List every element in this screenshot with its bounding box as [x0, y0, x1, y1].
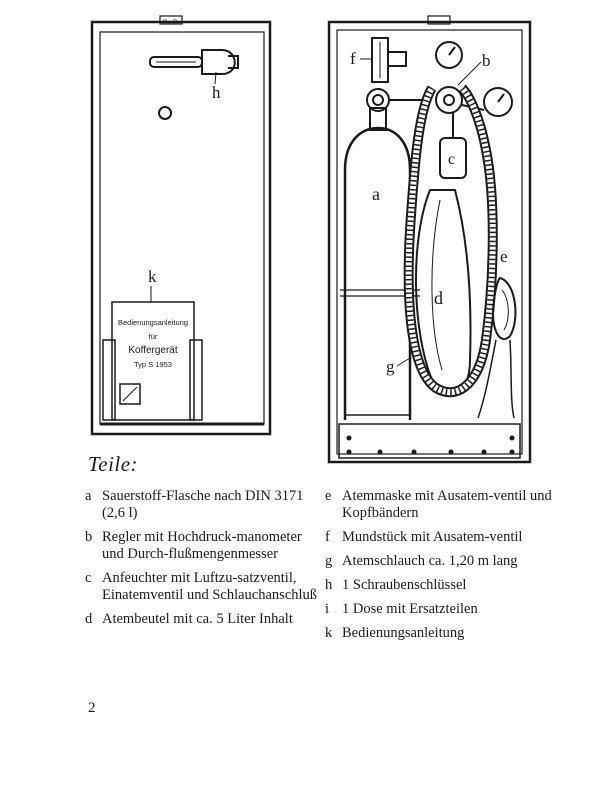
part-letter: f: [325, 529, 330, 545]
callout-b: b: [482, 51, 491, 70]
parts-heading: Teile:: [88, 452, 139, 476]
part-letter: i: [325, 601, 330, 617]
part-letter: h: [325, 577, 333, 593]
part-item-f: f Mundstück mit Ausatem-ventil: [325, 529, 555, 546]
page-number: 2: [88, 700, 96, 716]
leaflet-line-4: Typ S 1953: [134, 360, 172, 369]
part-text: 1 Schraubenschlüssel: [342, 577, 467, 593]
mask-drawing: [477, 276, 517, 419]
equipment-illustration: o o h k Bedienungsanleitung für Kofferge…: [90, 15, 532, 464]
callout-k: k: [148, 267, 157, 286]
callout-h: h: [212, 83, 221, 102]
breathing-hose-drawing: [403, 84, 498, 398]
parts-list-left: a Sauerstoff-Flasche nach DIN 3171 (2,6 …: [85, 488, 320, 635]
part-text: Atemschlauch ca. 1,20 m lang: [342, 553, 518, 569]
part-item-a: a Sauerstoff-Flasche nach DIN 3171 (2,6 …: [85, 488, 320, 522]
callout-d: d: [434, 288, 443, 308]
leaflet-line-1: Bedienungsanleitung: [118, 318, 188, 327]
parts-list-right: e Atemmaske mit Ausatem-ventil und Kopfb…: [325, 488, 555, 649]
latch-mark-right: o: [173, 16, 177, 25]
part-letter: g: [325, 553, 333, 569]
part-text: Sauerstoff-Flasche nach DIN 3171 (2,6 l): [102, 488, 304, 521]
case-rivets: [346, 435, 515, 455]
callout-g: g: [386, 357, 395, 376]
humidifier-drawing: [439, 113, 467, 179]
part-text: Atemmaske mit Ausatem-ventil und Kopfbän…: [342, 488, 552, 521]
part-item-h: h 1 Schraubenschlüssel: [325, 577, 555, 594]
latch-mark-left: o: [163, 16, 167, 25]
part-item-e: e Atemmaske mit Ausatem-ventil und Kopfb…: [325, 488, 555, 522]
part-item-b: b Regler mit Hochdruck-manometer und Dur…: [85, 529, 320, 563]
leaflet-line-2: für: [149, 332, 158, 341]
part-text: Bedienungsanleitung: [342, 625, 465, 641]
oxygen-cylinder-drawing: [343, 107, 412, 420]
part-letter: k: [325, 625, 333, 641]
leaflet-text: Bedienungsanleitung für Koffergerät Typ …: [118, 318, 188, 369]
part-text: Anfeuchter mit Luftzu-satzventil, Einate…: [102, 570, 318, 603]
mouthpiece-drawing: [360, 37, 407, 83]
callout-f: f: [350, 49, 356, 68]
part-text: Regler mit Hochdruck-manometer und Durch…: [102, 529, 302, 562]
part-letter: b: [85, 529, 93, 545]
part-letter: a: [85, 488, 92, 504]
lid-hole: [158, 106, 172, 120]
lid-latch-marks: o o: [163, 16, 177, 25]
part-item-k: k Bedienungsanleitung: [325, 625, 555, 642]
part-item-g: g Atemschlauch ca. 1,20 m lang: [325, 553, 555, 570]
leaflet-line-3: Koffergerät: [128, 345, 178, 356]
part-item-i: i 1 Dose mit Ersatzteilen: [325, 601, 555, 618]
part-item-c: c Anfeuchter mit Luftzu-satzventil, Eina…: [85, 570, 320, 604]
part-item-d: d Atembeutel mit ca. 5 Liter Inhalt: [85, 611, 320, 628]
instruction-leaflet-drawing: [102, 301, 203, 421]
part-text: 1 Dose mit Ersatzteilen: [342, 601, 478, 617]
part-letter: c: [85, 570, 92, 586]
callout-e: e: [500, 247, 508, 266]
part-text: Mundstück mit Ausatem-ventil: [342, 529, 523, 545]
part-text: Atembeutel mit ca. 5 Liter Inhalt: [102, 611, 293, 627]
part-letter: d: [85, 611, 93, 627]
case-body-drawing: [327, 15, 532, 464]
pressure-gauges-drawing: [435, 41, 513, 117]
callout-a: a: [372, 184, 380, 204]
case-lid-drawing: [90, 15, 272, 436]
callout-c: c: [448, 151, 455, 168]
part-letter: e: [325, 488, 332, 504]
wrench-drawing: [149, 49, 239, 75]
